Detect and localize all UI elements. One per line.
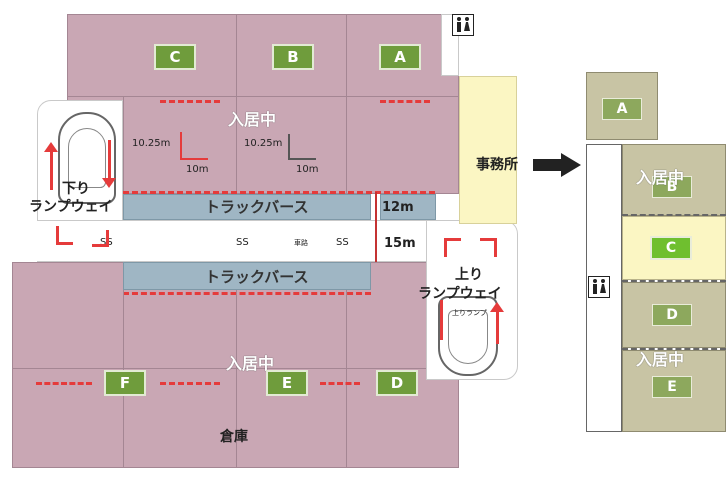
occupied-upper-label: 入居中 xyxy=(228,110,277,129)
unit-tag-e-bottom: E xyxy=(266,370,308,396)
down-ramp-inner-loop xyxy=(68,128,106,188)
up-ramp-arrowhead-up xyxy=(490,302,504,312)
road-turn-arrow-left xyxy=(56,226,73,245)
dim-12m-top: 12m xyxy=(382,200,414,215)
red-mark-upper xyxy=(160,100,220,103)
dimension-line xyxy=(375,192,377,292)
section-tag-a: A xyxy=(602,98,642,120)
up-ramp-arrow-up xyxy=(496,310,499,344)
upper-bays-divider-2 xyxy=(346,14,348,194)
lower-bays-divider-3 xyxy=(346,290,348,468)
unit-tag-c-top: C xyxy=(154,44,196,70)
grid-10-25m-left: 10.25m xyxy=(132,138,171,149)
section-occupied-bottom: 入居中 xyxy=(636,350,685,369)
upper-bays-divider-h xyxy=(67,96,459,98)
lower-bays-divider-2 xyxy=(236,290,238,468)
road-ss-3: SS xyxy=(336,237,349,248)
red-mark-lower-3 xyxy=(320,382,360,385)
section-view: A B 入居中 C D 入居中 E xyxy=(586,72,726,434)
up-ramp-small-label: 上りランプ xyxy=(452,309,487,317)
truck-berth-top-label: トラックバース xyxy=(205,198,309,216)
warehouse-label: 倉庫 xyxy=(220,429,248,445)
down-ramp-label-1: 下り xyxy=(62,181,90,197)
section-restroom-icon xyxy=(588,276,610,298)
red-mark-upper-2 xyxy=(380,100,430,103)
up-ramp-turn-right xyxy=(480,238,497,257)
office-label: 事務所 xyxy=(476,157,518,173)
grid-10m-right: 10m xyxy=(296,164,319,175)
unit-tag-b-top: B xyxy=(272,44,314,70)
truck-berth-top xyxy=(123,194,371,220)
unit-tag-d-bottom: D xyxy=(376,370,418,396)
upper-bays-left-tab xyxy=(123,96,125,192)
up-ramp-label-1: 上り xyxy=(455,267,483,283)
berth-bottom-red-edge-2 xyxy=(123,292,371,295)
road-turn-arrow-left-2 xyxy=(92,230,109,247)
truck-berth-bottom-label-3: トラックバース xyxy=(205,268,309,286)
down-ramp-arrow-down xyxy=(108,140,111,180)
main-floor-plan: 下り ランプウェイ トラックバース SS SS 車路 SS トラックバース 12… xyxy=(12,14,518,468)
up-ramp-turn-left xyxy=(444,238,461,257)
grid-arrow-left-v xyxy=(180,132,182,160)
section-tag-b: B xyxy=(652,176,692,198)
dim-15m: 15m xyxy=(384,236,416,251)
upper-bays-divider-1 xyxy=(236,14,238,194)
central-road xyxy=(37,220,442,262)
truck-berth-top-ext xyxy=(380,194,436,220)
road-label: 車路 xyxy=(294,239,308,247)
office-area xyxy=(459,76,517,224)
grid-10m-left: 10m xyxy=(186,164,209,175)
red-mark-lower-1 xyxy=(36,382,92,385)
section-divider-1 xyxy=(622,214,726,217)
section-tag-c: C xyxy=(650,236,692,260)
occupied-lower-label: 入居中 xyxy=(226,354,275,373)
berth-top-red-edge xyxy=(123,191,435,194)
down-ramp-arrowhead-up xyxy=(44,142,58,152)
truck-berth-bottom-overlay xyxy=(123,262,371,290)
road-ss-2: SS xyxy=(236,237,249,248)
upper-bays xyxy=(67,14,459,194)
section-tag-d: D xyxy=(652,304,692,326)
down-ramp-arrow-up xyxy=(50,150,53,190)
arrow-right-icon xyxy=(533,153,581,177)
section-divider-3 xyxy=(622,348,726,351)
section-bay-a xyxy=(586,72,658,140)
grid-arrow-right-h xyxy=(288,158,316,160)
section-tag-e: E xyxy=(652,376,692,398)
grid-arrow-right-v xyxy=(288,134,290,160)
unit-tag-f-bottom: F xyxy=(104,370,146,396)
up-ramp-arrow-down xyxy=(440,300,443,340)
section-occupied-top: 入居中 xyxy=(636,168,685,187)
down-ramp-label-2: ランプウェイ xyxy=(29,199,113,215)
red-mark-lower-2 xyxy=(160,382,220,385)
lower-bays-divider-h xyxy=(12,368,459,370)
grid-10-25m-right: 10.25m xyxy=(244,138,283,149)
grid-arrow-left-h xyxy=(180,158,208,160)
up-ramp-label-2: ランプウェイ xyxy=(418,286,502,302)
down-ramp-arrowhead-down xyxy=(102,178,116,188)
section-divider-2 xyxy=(622,280,726,283)
up-ramp-inner-loop xyxy=(448,310,488,364)
down-ramp-loop xyxy=(58,112,116,204)
restroom-icon xyxy=(452,14,474,36)
unit-tag-a-top: A xyxy=(379,44,421,70)
